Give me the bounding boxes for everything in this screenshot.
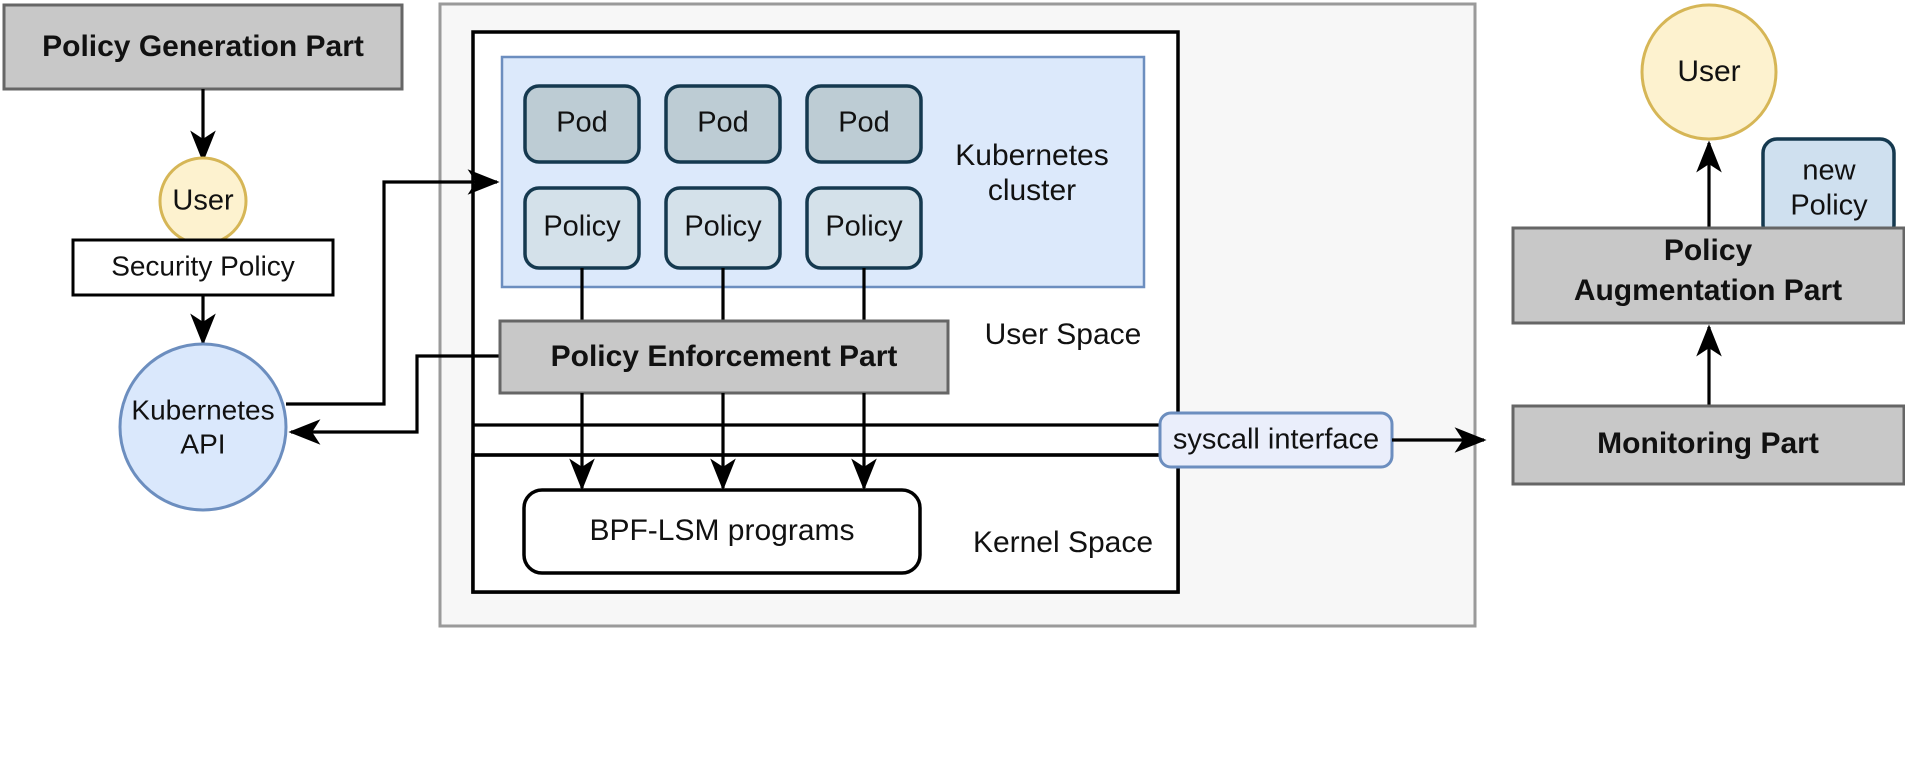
edge-k8sapi-to-cluster [286, 169, 500, 406]
policy-generation-part-label: Policy Generation Part [42, 30, 364, 63]
edge-enforcement-to-k8sapi [288, 354, 500, 445]
bpf-lsm-programs-box[interactable] [522, 488, 922, 575]
kubernetes-cluster-label-line2: cluster [988, 174, 1076, 207]
policy-augmentation-part-label-line2: Augmentation Part [1574, 274, 1842, 307]
security-policy-box[interactable] [71, 238, 335, 297]
user-space-label: User Space [985, 318, 1142, 351]
monitoring-part-label: Monitoring Part [1597, 427, 1819, 460]
kubernetes-api-circle[interactable] [118, 342, 288, 512]
pod-label-2: Pod [697, 107, 749, 139]
pod-box-3[interactable] [805, 84, 923, 164]
pod-label-1: Pod [556, 107, 608, 139]
user-label-left: User [172, 185, 234, 217]
user-circle-right[interactable] [1640, 3, 1778, 141]
bpf-lsm-programs-label: BPF-LSM programs [589, 514, 854, 547]
pod-box-1[interactable] [523, 84, 641, 164]
policy-label-3: Policy [825, 211, 903, 243]
policy-generation-part-box[interactable] [2, 3, 404, 91]
syscall-interface-label: syscall interface [1173, 424, 1379, 456]
policy-enforcement-part-label: Policy Enforcement Part [551, 340, 898, 373]
monitoring-part-box[interactable] [1511, 404, 1905, 486]
policy-label-1: Policy [543, 211, 621, 243]
pod-label-3: Pod [838, 107, 890, 139]
new-policy-label-line2: Policy [1790, 190, 1868, 222]
new-policy-label-line1: new [1802, 155, 1856, 187]
kernel-space-label: Kernel Space [973, 526, 1153, 559]
policy-augmentation-part-label-line1: Policy [1664, 234, 1753, 267]
kubernetes-cluster-label-line1: Kubernetes [955, 139, 1108, 172]
security-policy-label: Security Policy [111, 250, 295, 281]
kubernetes-api-label-line2: API [180, 428, 225, 459]
kubernetes-api-label-line1: Kubernetes [131, 394, 274, 425]
policy-label-2: Policy [684, 211, 762, 243]
pod-box-2[interactable] [664, 84, 782, 164]
policy-enforcement-part-box[interactable] [498, 319, 950, 395]
policy-augmentation-part-box[interactable] [1511, 226, 1905, 325]
user-label-right: User [1677, 55, 1740, 88]
